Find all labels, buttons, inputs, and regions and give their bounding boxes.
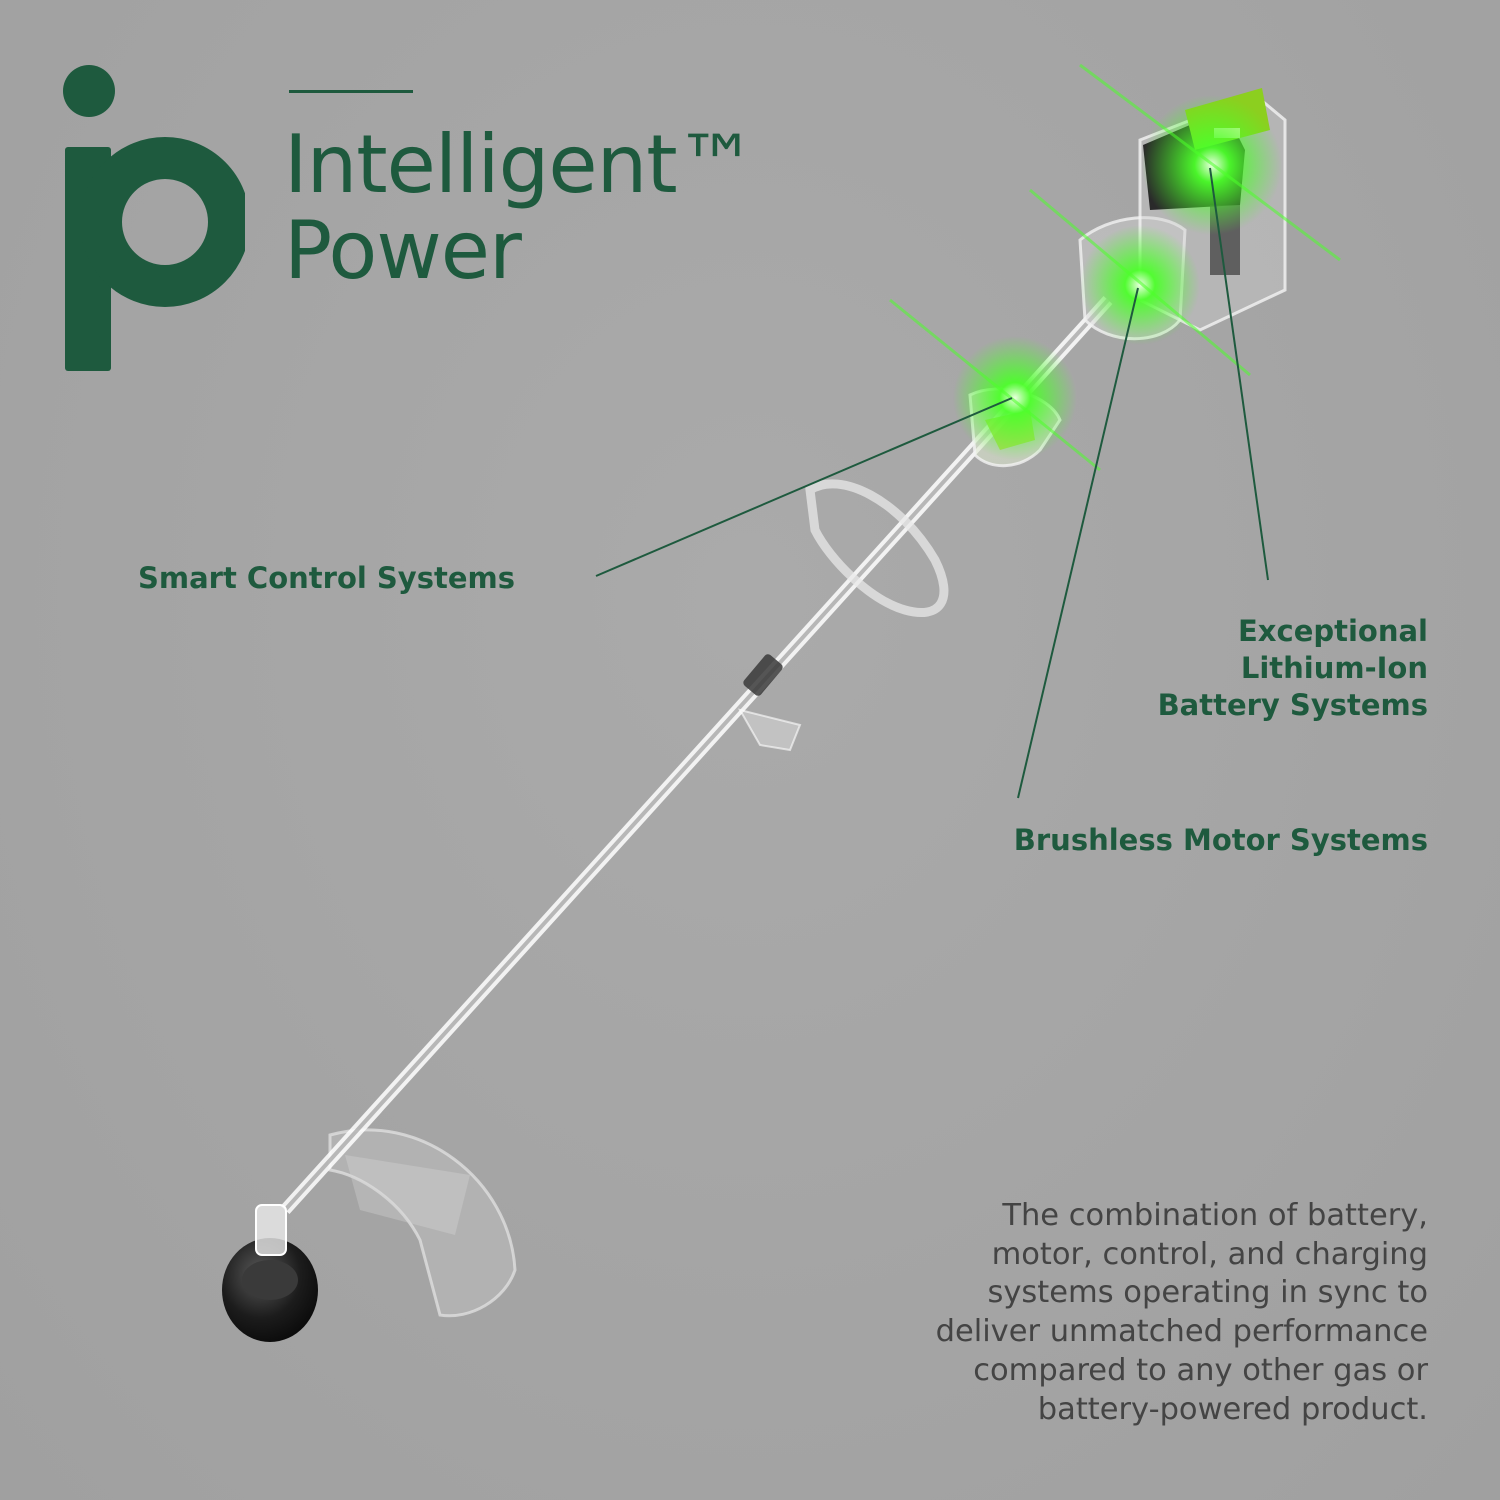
brand-title: Intelligent™ Power: [284, 118, 757, 297]
description-line-2: motor, control, and charging: [991, 1236, 1428, 1272]
description-line-5: compared to any other gas or: [973, 1352, 1428, 1388]
intelligent-power-logo-icon: [63, 65, 245, 371]
battery-callout: Exceptional Lithium-Ion Battery Systems: [1028, 613, 1428, 724]
assist-handle: [805, 479, 949, 618]
brand-title-line-1: Intelligent™: [284, 118, 757, 211]
motor-highlight-glow: [1080, 225, 1200, 345]
guard-inner: [345, 1155, 470, 1235]
smart-control-leader-line: [595, 397, 1013, 577]
battery-callout-line-2: Lithium-Ion: [1240, 651, 1428, 685]
description-paragraph: The combination of battery, motor, contr…: [788, 1197, 1428, 1429]
description-line-6: battery-powered product.: [1037, 1391, 1428, 1427]
spool-cap: [242, 1260, 298, 1300]
title-accent-rule: [289, 90, 413, 93]
debris-guard: [328, 1128, 517, 1318]
battery-callout-line-3: Battery Systems: [1157, 688, 1428, 722]
control-highlight-glow: [953, 336, 1077, 460]
gearhead: [255, 1204, 287, 1256]
description-line-1: The combination of battery,: [1002, 1198, 1428, 1233]
smart-control-callout: Smart Control Systems: [138, 561, 515, 595]
shaft-core: [283, 298, 1110, 1212]
coupler-knob: [737, 708, 802, 752]
battery-callout-line-1: Exceptional: [1237, 614, 1428, 648]
motor-leader-line: [1017, 287, 1139, 799]
brand-title-line-2: Power: [284, 204, 522, 297]
description-line-3: systems operating in sync to: [987, 1275, 1428, 1311]
battery-leader-line: [1209, 167, 1269, 581]
description-line-4: deliver unmatched performance: [935, 1314, 1428, 1350]
motor-callout: Brushless Motor Systems: [1013, 823, 1428, 857]
shaft-coupler: [743, 654, 783, 696]
